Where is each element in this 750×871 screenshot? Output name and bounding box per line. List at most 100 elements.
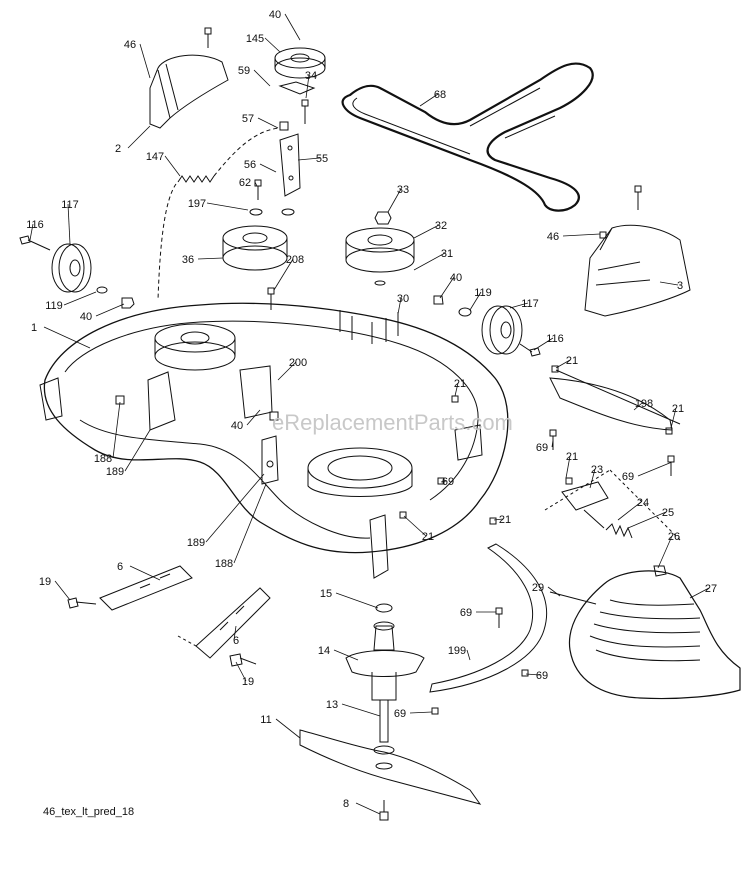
blade-11 <box>299 729 482 805</box>
leader-line <box>63 291 97 306</box>
part-label: 14 <box>318 645 330 657</box>
leader-line <box>413 224 440 239</box>
leader-line <box>29 223 34 241</box>
bracket-6-upper <box>99 565 193 611</box>
part-label: 11 <box>260 714 271 726</box>
leader-lines <box>29 13 710 815</box>
part-label: 57 <box>242 113 254 125</box>
leader-line <box>129 565 161 581</box>
part-label: 19 <box>39 576 51 588</box>
deck-pulley <box>154 323 236 371</box>
leader-line <box>335 592 379 609</box>
leader-line <box>164 155 181 177</box>
part-label: 117 <box>61 199 79 211</box>
leader-line <box>235 661 247 682</box>
part-label: 21 <box>499 514 511 526</box>
part-label: 40 <box>80 311 92 323</box>
leader-line <box>112 401 121 459</box>
part-label: 69 <box>394 708 406 720</box>
leader-line <box>659 281 679 286</box>
belt-guard-left <box>149 54 229 129</box>
leader-line <box>246 409 261 426</box>
part-label: 26 <box>668 531 680 543</box>
leader-line <box>259 163 277 173</box>
leader-line <box>657 535 673 569</box>
part-label: 56 <box>244 159 256 171</box>
leader-line <box>387 188 402 213</box>
part-label: 40 <box>269 9 281 21</box>
leader-line <box>95 303 125 317</box>
leader-line <box>333 649 359 661</box>
part-label: 29 <box>532 582 544 594</box>
leader-line <box>341 703 381 717</box>
bolt-top <box>204 27 212 48</box>
part-label: 188 <box>215 558 233 570</box>
leader-line <box>627 511 667 529</box>
leader-line <box>533 337 554 351</box>
leader-line <box>233 625 237 641</box>
part-label: 198 <box>635 398 653 410</box>
part-label: 62 <box>239 177 251 189</box>
drive-belt <box>341 62 594 212</box>
part-label: 116 <box>26 219 44 231</box>
leader-line <box>551 439 554 448</box>
part-label: 59 <box>238 65 250 77</box>
part-label: 6 <box>117 561 123 573</box>
leader-line <box>469 291 482 311</box>
part-label: 1 <box>31 322 37 334</box>
part-label: 21 <box>422 531 434 543</box>
leader-line <box>124 429 151 472</box>
shaft-13 <box>379 700 389 743</box>
leader-line <box>275 718 301 739</box>
leader-line <box>562 233 601 237</box>
leader-line <box>466 649 471 661</box>
leader-line <box>127 125 151 149</box>
leader-line <box>633 402 643 411</box>
part-label: 119 <box>474 287 492 299</box>
part-label: 40 <box>231 420 243 432</box>
part-label: 25 <box>662 507 674 519</box>
part-label: 68 <box>434 89 446 101</box>
part-label: 36 <box>182 254 194 266</box>
chute-198 <box>549 377 673 431</box>
part-label: 199 <box>448 645 466 657</box>
leader-line <box>305 74 310 99</box>
leader-line <box>277 361 297 381</box>
watermark: eReplacementParts.com <box>272 410 513 435</box>
part-label: 189 <box>106 466 124 478</box>
leader-line <box>509 302 529 309</box>
leader-line <box>206 202 249 211</box>
leader-line <box>67 203 71 245</box>
part-label: 69 <box>442 476 454 488</box>
part-label: 188 <box>94 453 112 465</box>
leader-line <box>689 587 710 599</box>
leader-line <box>355 802 381 815</box>
part-label: 40 <box>450 272 462 284</box>
part-label: 69 <box>622 471 634 483</box>
part-label: 147 <box>146 151 164 163</box>
leader-line <box>197 257 224 260</box>
part-label: 145 <box>246 33 264 45</box>
leader-line <box>297 157 321 161</box>
leader-line <box>43 326 91 349</box>
leader-line <box>254 181 258 187</box>
part-label: 69 <box>460 607 472 619</box>
idler-arm <box>278 81 316 95</box>
leader-line <box>589 468 596 489</box>
idler-pulley-top <box>274 47 326 79</box>
part-label: 19 <box>242 676 254 688</box>
leader-line <box>54 580 71 601</box>
bolt-34 <box>301 99 309 124</box>
belt-guard-right <box>584 224 691 317</box>
leader-line <box>264 37 281 53</box>
leader-line <box>253 69 271 87</box>
grass-chute-27 <box>568 570 741 700</box>
leader-line <box>397 297 402 315</box>
part-label: 8 <box>343 798 349 810</box>
part-label: 69 <box>536 670 548 682</box>
leader-line <box>454 382 459 397</box>
leader-line <box>403 515 427 537</box>
